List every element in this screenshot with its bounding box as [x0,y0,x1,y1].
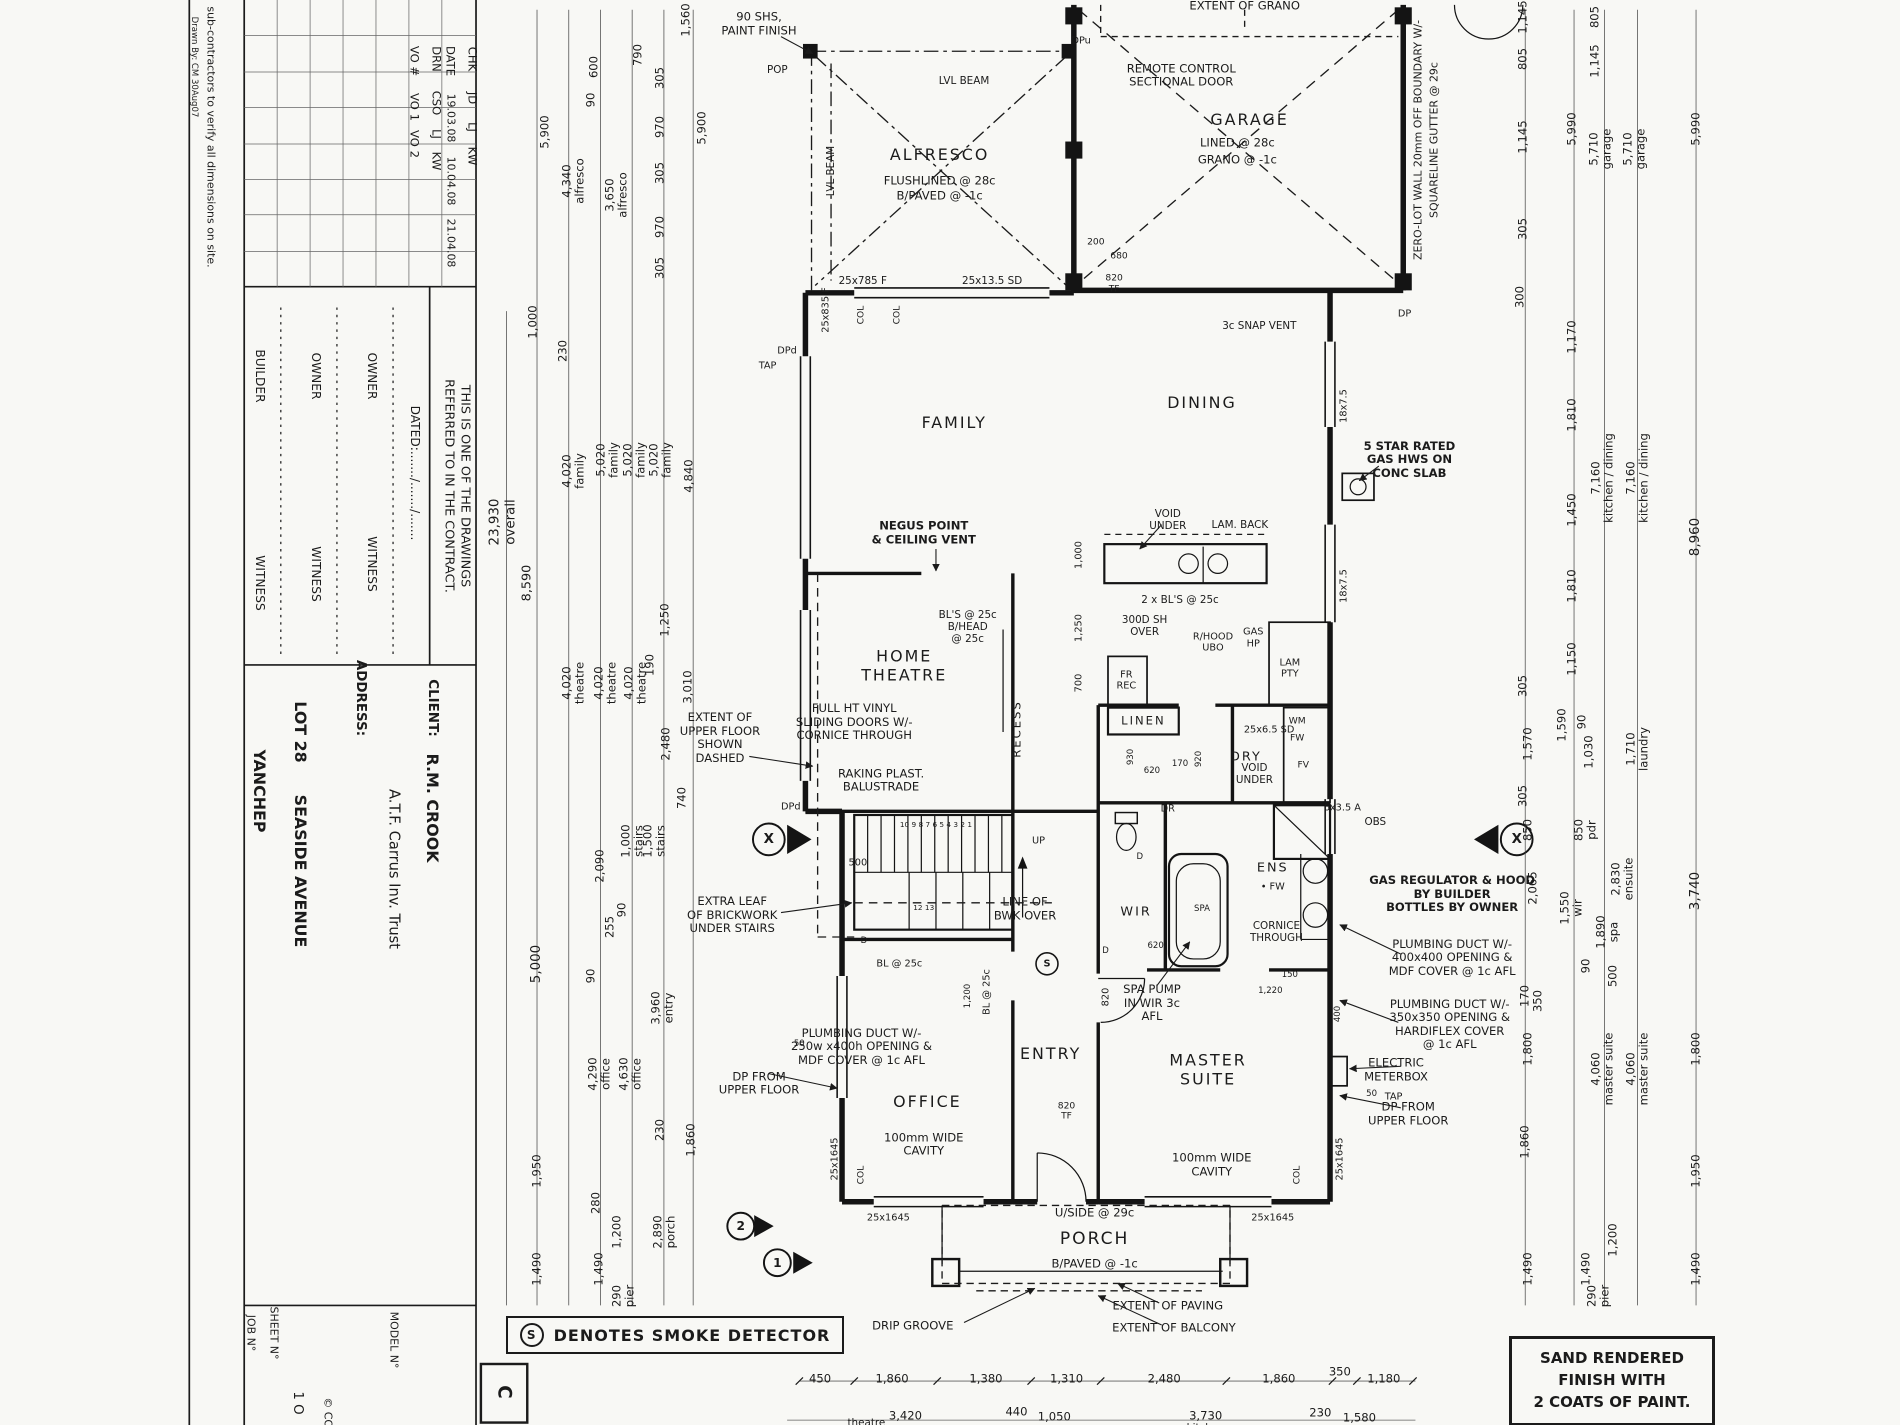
dimension-lines [506,9,1697,1421]
signature-lines [280,307,394,657]
revision-table-grid [244,0,477,287]
smoke-detector-icon: S [519,1323,544,1347]
sand-render-note: SAND RENDERED FINISH WITH 2 COATS OF PAI… [1509,1336,1715,1425]
smoke-detector-legend: S DENOTES SMOKE DETECTOR [506,1316,844,1354]
interior-walls [805,571,1331,1202]
fixture-details [854,4,1524,1272]
smoke-legend-text: DENOTES SMOKE DETECTOR [553,1325,831,1345]
titleblock-frame [188,0,529,1425]
dashed-lines [810,4,1399,1292]
leader-lines [749,36,1402,1326]
solid-marks [754,7,1499,1274]
section-markers [726,822,1534,1278]
windows [799,287,1336,1208]
dimension-ticks [795,1376,1418,1386]
fixtures [853,472,1375,1288]
